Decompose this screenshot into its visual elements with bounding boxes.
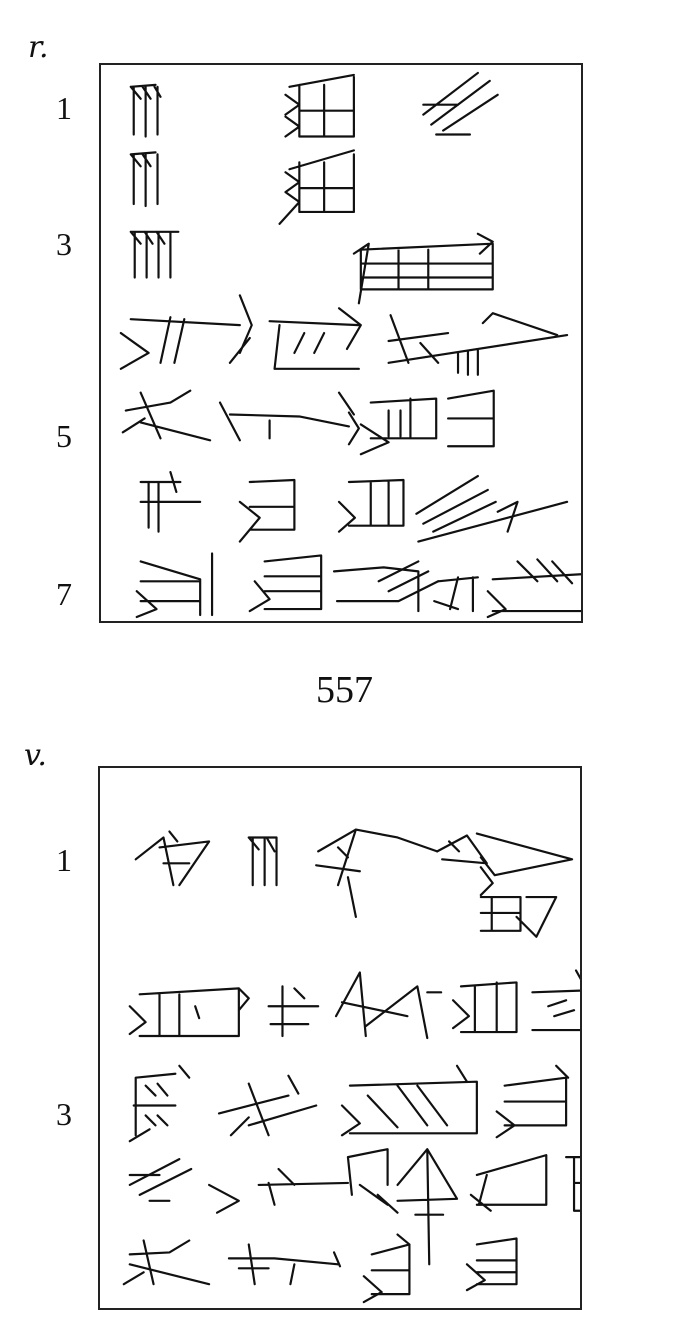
obverse-line-number-3: 3	[56, 226, 72, 262]
obverse-line-number-5: 5	[56, 418, 72, 454]
obverse-side-label: r.	[28, 30, 49, 65]
reverse-cuneiform-signs	[122, 828, 580, 1304]
obverse-cuneiform-signs	[119, 71, 581, 619]
reverse-side-label: v.	[24, 738, 47, 773]
obverse-line-number-7: 7	[56, 576, 72, 612]
obverse-tablet-panel	[99, 63, 583, 623]
reverse-tablet-panel	[98, 766, 582, 1310]
reverse-line-number-1: 1	[56, 842, 72, 878]
obverse-line-number-1: 1	[56, 90, 72, 126]
reverse-line-number-3: 3	[56, 1096, 72, 1132]
text-number: 557	[316, 669, 373, 711]
